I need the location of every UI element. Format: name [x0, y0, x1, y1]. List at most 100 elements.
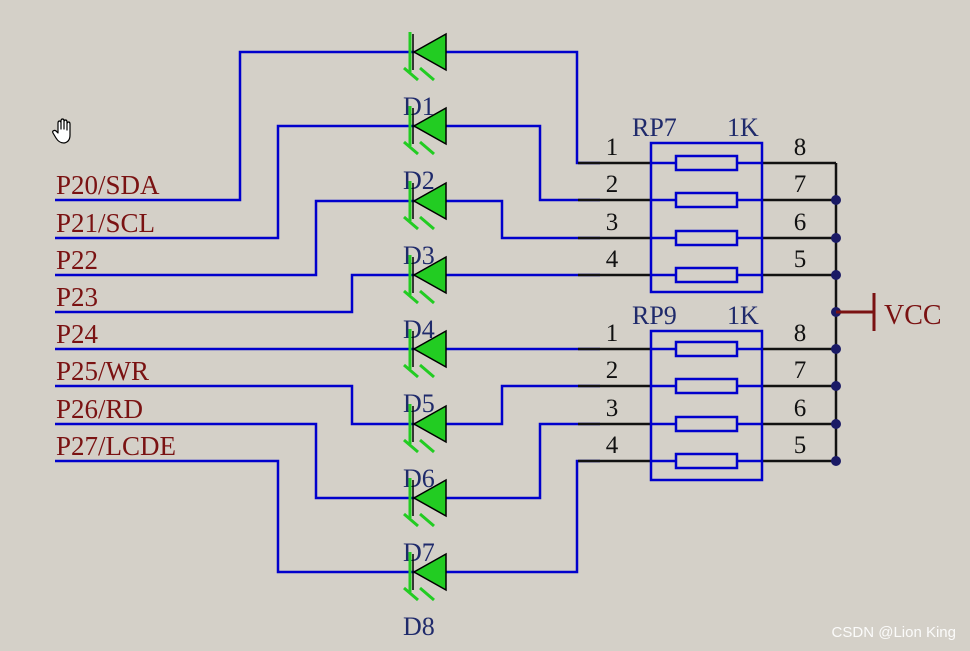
pin-number-right: 5: [794, 246, 807, 273]
pin-number-left: 1: [606, 134, 619, 161]
resistor-element: [674, 415, 739, 433]
port-label: P26/RD: [56, 394, 143, 424]
diode-resistor-wire: [446, 50, 600, 165]
led-diode: [403, 552, 447, 602]
port-wire: [55, 124, 410, 240]
diode-ref: D3: [403, 241, 435, 270]
port-wire: [55, 422, 410, 500]
port-wire: [55, 273, 410, 314]
port-wire: [55, 459, 410, 574]
resistor-pack-outline: [649, 141, 764, 294]
led-glow: [419, 289, 435, 305]
pin-number-right: 8: [794, 134, 807, 161]
diode-resistor-wire: [446, 459, 600, 574]
pin-number-right: 6: [794, 209, 807, 236]
led-glow: [419, 215, 435, 231]
pin-number-left: 1: [606, 320, 619, 347]
led-diode: [403, 329, 447, 379]
led-glow: [419, 438, 435, 454]
resistor-pack-ref: RP9: [632, 301, 677, 330]
port-label: P21/SCL: [56, 208, 155, 238]
port-wire: [55, 384, 410, 426]
led-triangle: [412, 181, 447, 221]
led-glow: [419, 363, 435, 379]
diode-ref: D6: [403, 464, 435, 493]
led-diode: [403, 106, 447, 156]
led-triangle: [412, 404, 447, 444]
diode-ref: D2: [403, 166, 435, 195]
pin-number-right: 5: [794, 432, 807, 459]
diode-ref: D4: [403, 315, 435, 344]
led-glow: [419, 586, 435, 602]
led-diode: [403, 181, 447, 231]
pin-number-left: 2: [606, 171, 619, 198]
diode-ref: D5: [403, 389, 435, 418]
led-glow: [419, 66, 435, 82]
watermark-text: CSDN @Lion King: [831, 624, 956, 641]
led-glow: [403, 140, 419, 156]
diode-ref: D8: [403, 612, 435, 641]
diode-ref: D7: [403, 538, 435, 567]
led-triangle: [412, 329, 447, 369]
led-glow: [403, 512, 419, 528]
junction-dot: [831, 419, 841, 429]
pin-number-left: 4: [606, 432, 619, 459]
resistor-element: [674, 154, 739, 172]
resistor-element: [674, 340, 739, 358]
led-glow: [419, 512, 435, 528]
resistor-element: [674, 266, 739, 284]
led-triangle: [412, 478, 447, 518]
led-triangle: [412, 255, 447, 295]
diode-resistor-wire: [446, 199, 600, 240]
led-diode: [403, 404, 447, 454]
pin-number-right: 8: [794, 320, 807, 347]
port-label: P24: [56, 319, 99, 349]
resistor-pack-value: 1K: [727, 301, 759, 330]
pin-number-right: 6: [794, 395, 807, 422]
diode-resistor-wire: [446, 384, 600, 426]
led-diode: [403, 32, 447, 82]
port-label: P25/WR: [56, 356, 149, 386]
led-glow: [403, 438, 419, 454]
hand-cursor-icon: [52, 118, 71, 144]
diode-resistor-wire: [446, 422, 600, 500]
port-wire: [55, 50, 410, 202]
resistor-pack-outline: [649, 329, 764, 482]
resistor-pack-value: 1K: [727, 113, 759, 142]
resistor-element: [674, 229, 739, 247]
port-label: P22: [56, 245, 98, 275]
led-glow: [403, 586, 419, 602]
led-glow: [403, 215, 419, 231]
led-triangle: [412, 32, 447, 72]
led-glow: [403, 289, 419, 305]
junction-dot: [831, 456, 841, 466]
diode-resistor-wire: [446, 124, 600, 202]
resistor-element: [674, 377, 739, 395]
led-glow: [403, 66, 419, 82]
pin-number-left: 3: [606, 395, 619, 422]
pin-number-left: 4: [606, 246, 619, 273]
led-diode: [403, 255, 447, 305]
junction-dot: [831, 270, 841, 280]
diode-ref: D1: [403, 92, 435, 121]
junction-dot: [831, 381, 841, 391]
junction-dot: [831, 233, 841, 243]
port-wire: [55, 199, 410, 277]
junction-dot: [831, 344, 841, 354]
led-glow: [403, 363, 419, 379]
port-label: P27/LCDE: [56, 431, 176, 461]
pin-number-left: 2: [606, 357, 619, 384]
port-label: P20/SDA: [56, 170, 160, 200]
vcc-label: VCC: [884, 300, 942, 331]
pin-number-left: 3: [606, 209, 619, 236]
led-triangle: [412, 106, 447, 146]
pin-number-right: 7: [794, 357, 807, 384]
led-diode: [403, 478, 447, 528]
resistor-element: [674, 452, 739, 470]
pin-number-right: 7: [794, 171, 807, 198]
led-glow: [419, 140, 435, 156]
resistor-element: [674, 191, 739, 209]
port-label: P23: [56, 282, 98, 312]
